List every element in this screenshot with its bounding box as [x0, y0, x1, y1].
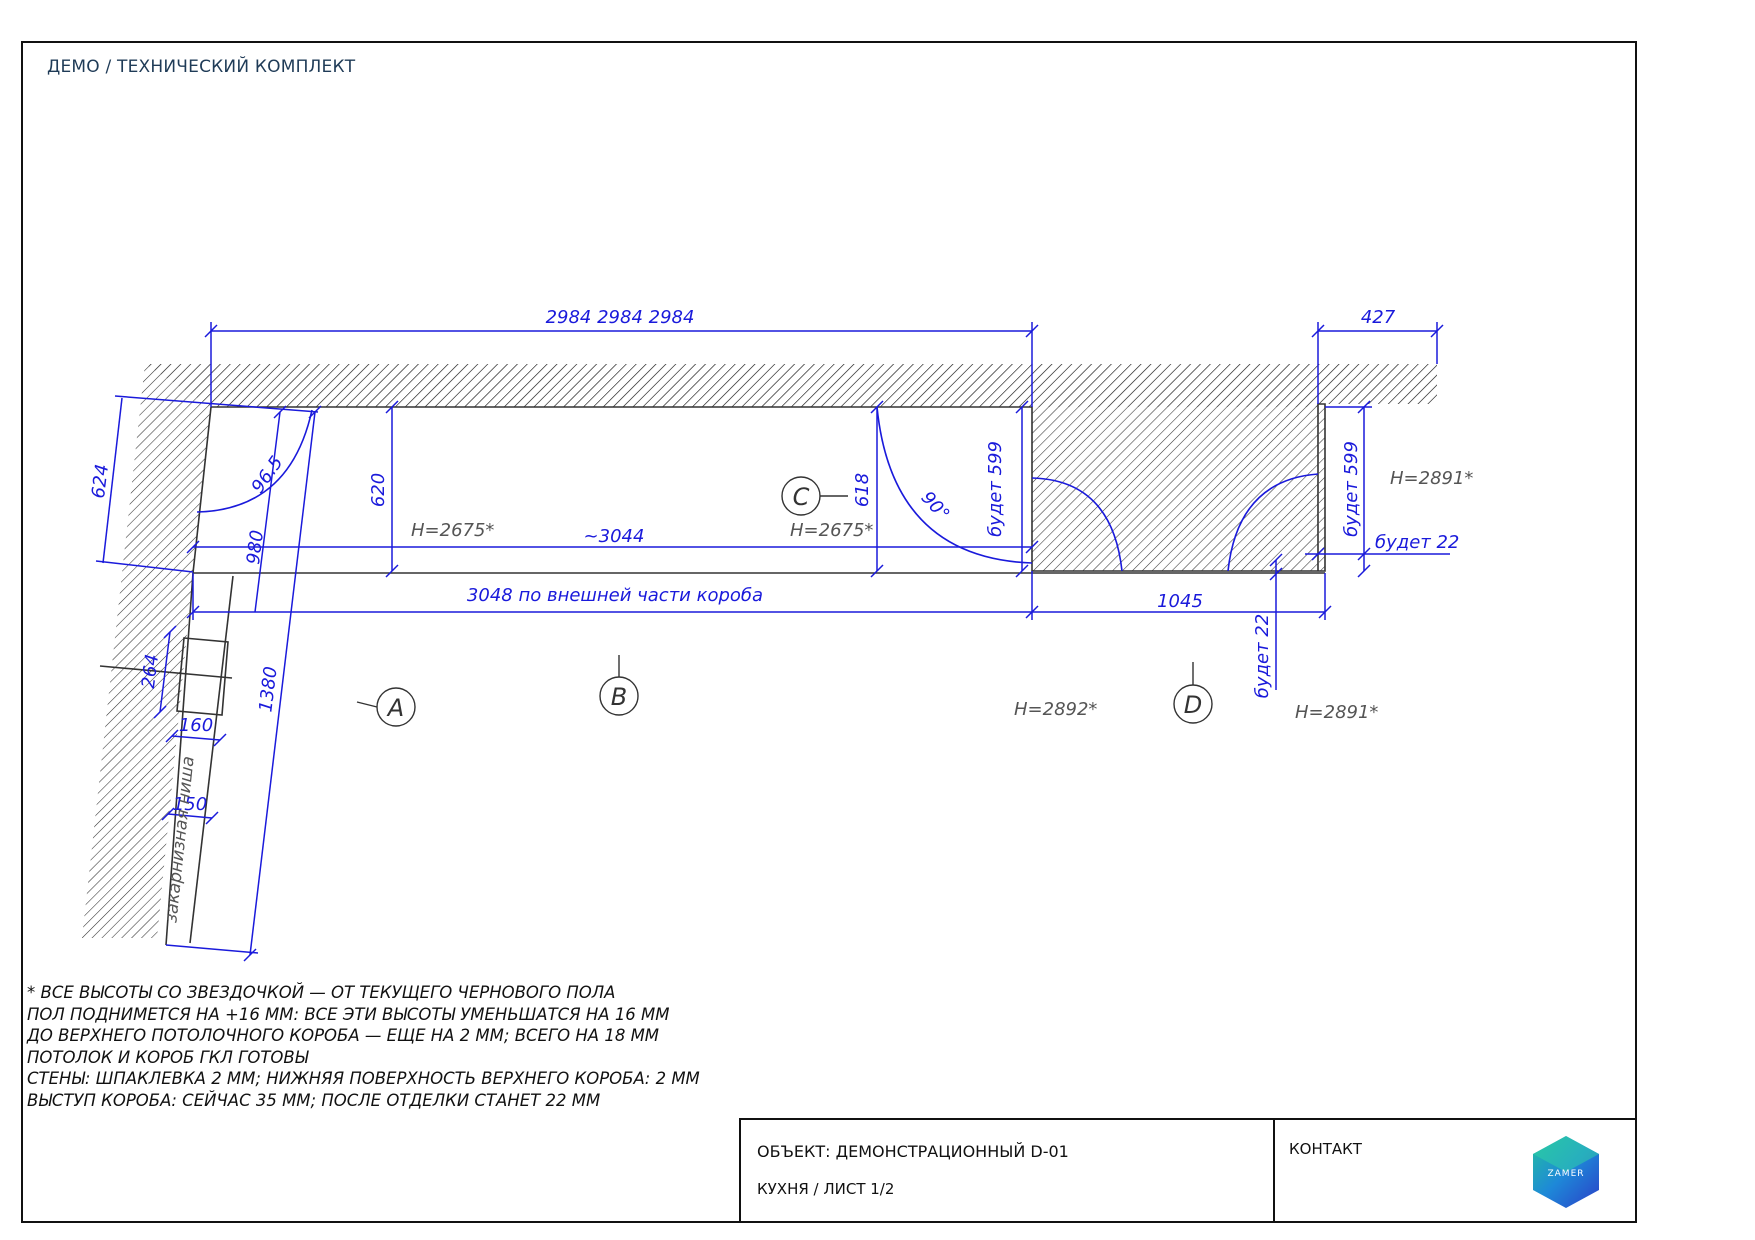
height-labels: H=2675* H=2675* H=2891* H=2892* H=2891* [411, 468, 1473, 723]
dim-will-be-599-b: будет 599 [1341, 441, 1362, 537]
wall-label-d: D [1184, 691, 1202, 719]
general-notes: * ВСЕ ВЫСОТЫ СО ЗВЕЗДОЧКОЙ — ОТ ТЕКУЩЕГО… [27, 982, 700, 1112]
left-lower-line [165, 572, 194, 946]
niche-line [189, 575, 234, 944]
door-arcs [196, 406, 1319, 572]
zamer-logo-icon: ZAMER [1533, 1136, 1599, 1208]
note-line: ДО ВЕРХНЕГО ПОТОЛОЧНОГО КОРОБА — ЕЩЕ НА … [27, 1026, 660, 1046]
dim-160-line [171, 735, 221, 741]
dim-1380-line [249, 411, 316, 956]
wall-label-b: B [611, 683, 627, 711]
inner-wall-line [211, 403, 1326, 572]
header-label: ДЕМО / ТЕХНИЧЕСКИЙ КОМПЛЕКТ [47, 57, 356, 77]
note-line: СТЕНЫ: ШПАКЛЕВКА 2 ММ; НИЖНЯЯ ПОВЕРХНОСТ… [27, 1069, 700, 1089]
title-contact: КОНТАКТ [1289, 1140, 1362, 1158]
wall-top-main [145, 364, 1437, 407]
walls [82, 364, 1437, 938]
dim-264-line [159, 631, 171, 713]
wall-marker-letters: A B C D [386, 483, 1202, 722]
dim-150-line [167, 813, 213, 819]
title-block: ОБЪЕКТ: ДЕМОНСТРАЦИОННЫЙ D-01 КУХНЯ / ЛИ… [739, 1118, 1637, 1223]
niche-rect [176, 637, 229, 716]
dim-niche-264: 264 [138, 653, 163, 690]
dim-depth-620: 620 [368, 473, 389, 507]
height-2: H=2675* [790, 520, 873, 541]
dim-niche-160: 160 [179, 715, 213, 736]
door-arc-c [876, 406, 1033, 564]
note-line: ПОЛ ПОДНИМЕТСЯ НА +16 ММ: ВСЕ ЭТИ ВЫСОТЫ… [27, 1004, 670, 1024]
dim-top-total: 2984 2984 2984 [546, 307, 695, 328]
height-1: H=2675* [411, 520, 494, 541]
door-arc-pier-left [1031, 477, 1123, 572]
height-4: H=2892* [1014, 699, 1097, 720]
height-3: H=2891* [1390, 468, 1473, 489]
note-line: ПОТОЛОК И КОРОБ ГКЛ ГОТОВЫ [27, 1047, 309, 1067]
wall-pier-right [1032, 407, 1318, 571]
wall-markers [356, 476, 1213, 727]
title-block-divider [1273, 1120, 1275, 1223]
note-line: * ВСЕ ВЫСОТЫ СО ЗВЕЗДОЧКОЙ — ОТ ТЕКУЩЕГО… [27, 983, 616, 1002]
dim-980-line [254, 411, 281, 613]
dim-depth-618: 618 [852, 473, 873, 507]
left-inner-line [192, 406, 212, 574]
dim-diag-980: 980 [243, 529, 268, 566]
dim-left-624-line [102, 397, 123, 564]
dim-will-be-22-b: будет 22 [1252, 614, 1273, 698]
dimension-lines [95, 322, 1450, 962]
niche-tick [99, 665, 233, 679]
dim-right-stub: 427 [1361, 307, 1396, 328]
room-outline [99, 403, 1326, 946]
title-sheet: КУХНЯ / ЛИСТ 1/2 [757, 1180, 895, 1198]
height-5: H=2891* [1295, 702, 1378, 723]
wall-left [82, 364, 211, 938]
logo-text: ZAMER [1547, 1169, 1584, 1179]
dim-will-be-22-a: будет 22 [1375, 532, 1459, 553]
dim-diag-1380: 1380 [255, 665, 281, 713]
dim-inner-length: ~3044 [584, 526, 645, 547]
dim-left-wall: 624 [88, 463, 113, 500]
wall-label-c: C [793, 483, 810, 511]
dim-niche-150: 150 [173, 794, 207, 815]
door-arc-corner [196, 409, 313, 513]
title-object: ОБЪЕКТ: ДЕМОНСТРАЦИОННЫЙ D-01 [757, 1142, 1069, 1161]
wall-label-a: A [386, 694, 404, 722]
dim-segment-1045: 1045 [1157, 591, 1203, 612]
dim-will-be-599-a: будет 599 [985, 441, 1006, 537]
drawing-frame [21, 41, 1637, 1223]
dim-outer-box: 3048 по внешней части короба [467, 585, 763, 606]
door-arc-pier-right [1227, 473, 1319, 572]
note-line: ВЫСТУП КОРОБА: СЕЙЧАС 35 ММ; ПОСЛЕ ОТДЕЛ… [27, 1090, 601, 1110]
